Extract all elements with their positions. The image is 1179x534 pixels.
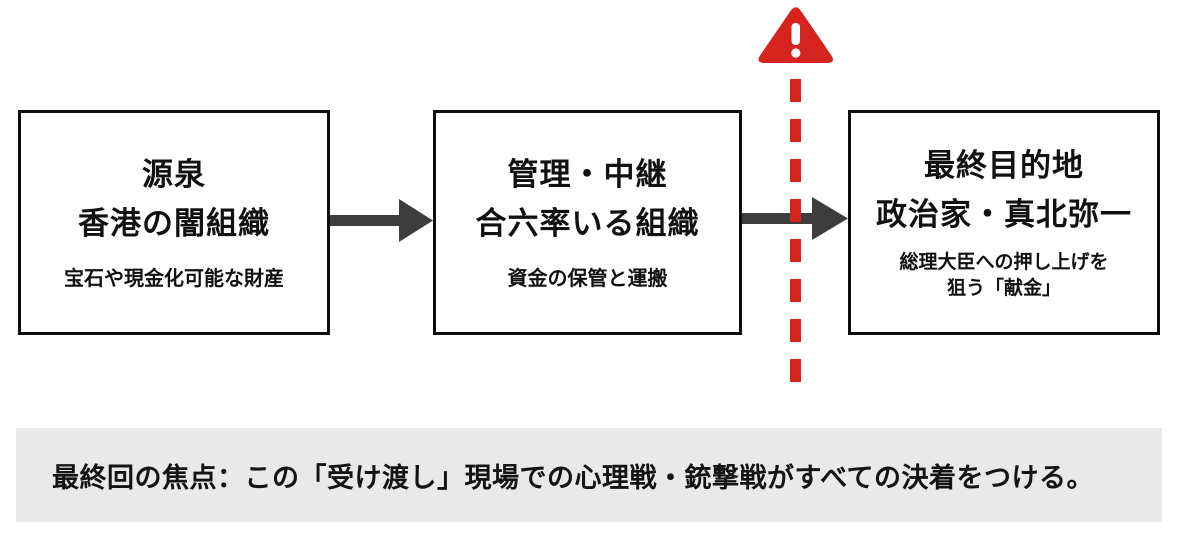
node-source-subtitle: 宝石や現金化可能な財産 [64, 268, 284, 291]
focus-banner: 最終回の焦点：この「受け渡し」現場での心理戦・銃撃戦がすべての決着をつける。 [16, 428, 1162, 522]
node-middle-title-line2: 合六率いる組織 [475, 206, 700, 242]
node-destination-title: 最終目的地 政治家・真北弥一 [876, 142, 1132, 240]
focus-banner-text: 最終回の焦点：この「受け渡し」現場での心理戦・銃撃戦がすべての決着をつける。 [52, 462, 1095, 493]
node-destination-box: 最終目的地 政治家・真北弥一 総理大臣への押し上げを 狙う「献金」 [848, 110, 1160, 335]
node-middle-title-line1: 管理・中継 [507, 157, 668, 193]
node-middle-title: 管理・中継 合六率いる組織 [476, 151, 700, 249]
flow-arrow-2-icon [742, 197, 848, 240]
node-source-title: 源泉 香港の闇組織 [78, 151, 270, 249]
node-middle-subtitle: 資金の保管と運搬 [507, 268, 668, 291]
node-source-title-line2: 香港の闇組織 [78, 206, 270, 242]
node-destination-subtitle: 総理大臣への押し上げを 狙う「献金」 [899, 251, 1109, 300]
node-source-box: 源泉 香港の闇組織 宝石や現金化可能な財産 [18, 110, 330, 335]
node-middle-box: 管理・中継 合六率いる組織 資金の保管と運搬 [433, 110, 742, 335]
node-destination-title-line1: 最終目的地 [924, 147, 1084, 183]
flow-arrow-1-icon [330, 199, 433, 242]
warning-icon [758, 7, 833, 63]
node-source-title-line1: 源泉 [142, 157, 206, 193]
node-destination-title-line2: 政治家・真北弥一 [876, 196, 1132, 232]
